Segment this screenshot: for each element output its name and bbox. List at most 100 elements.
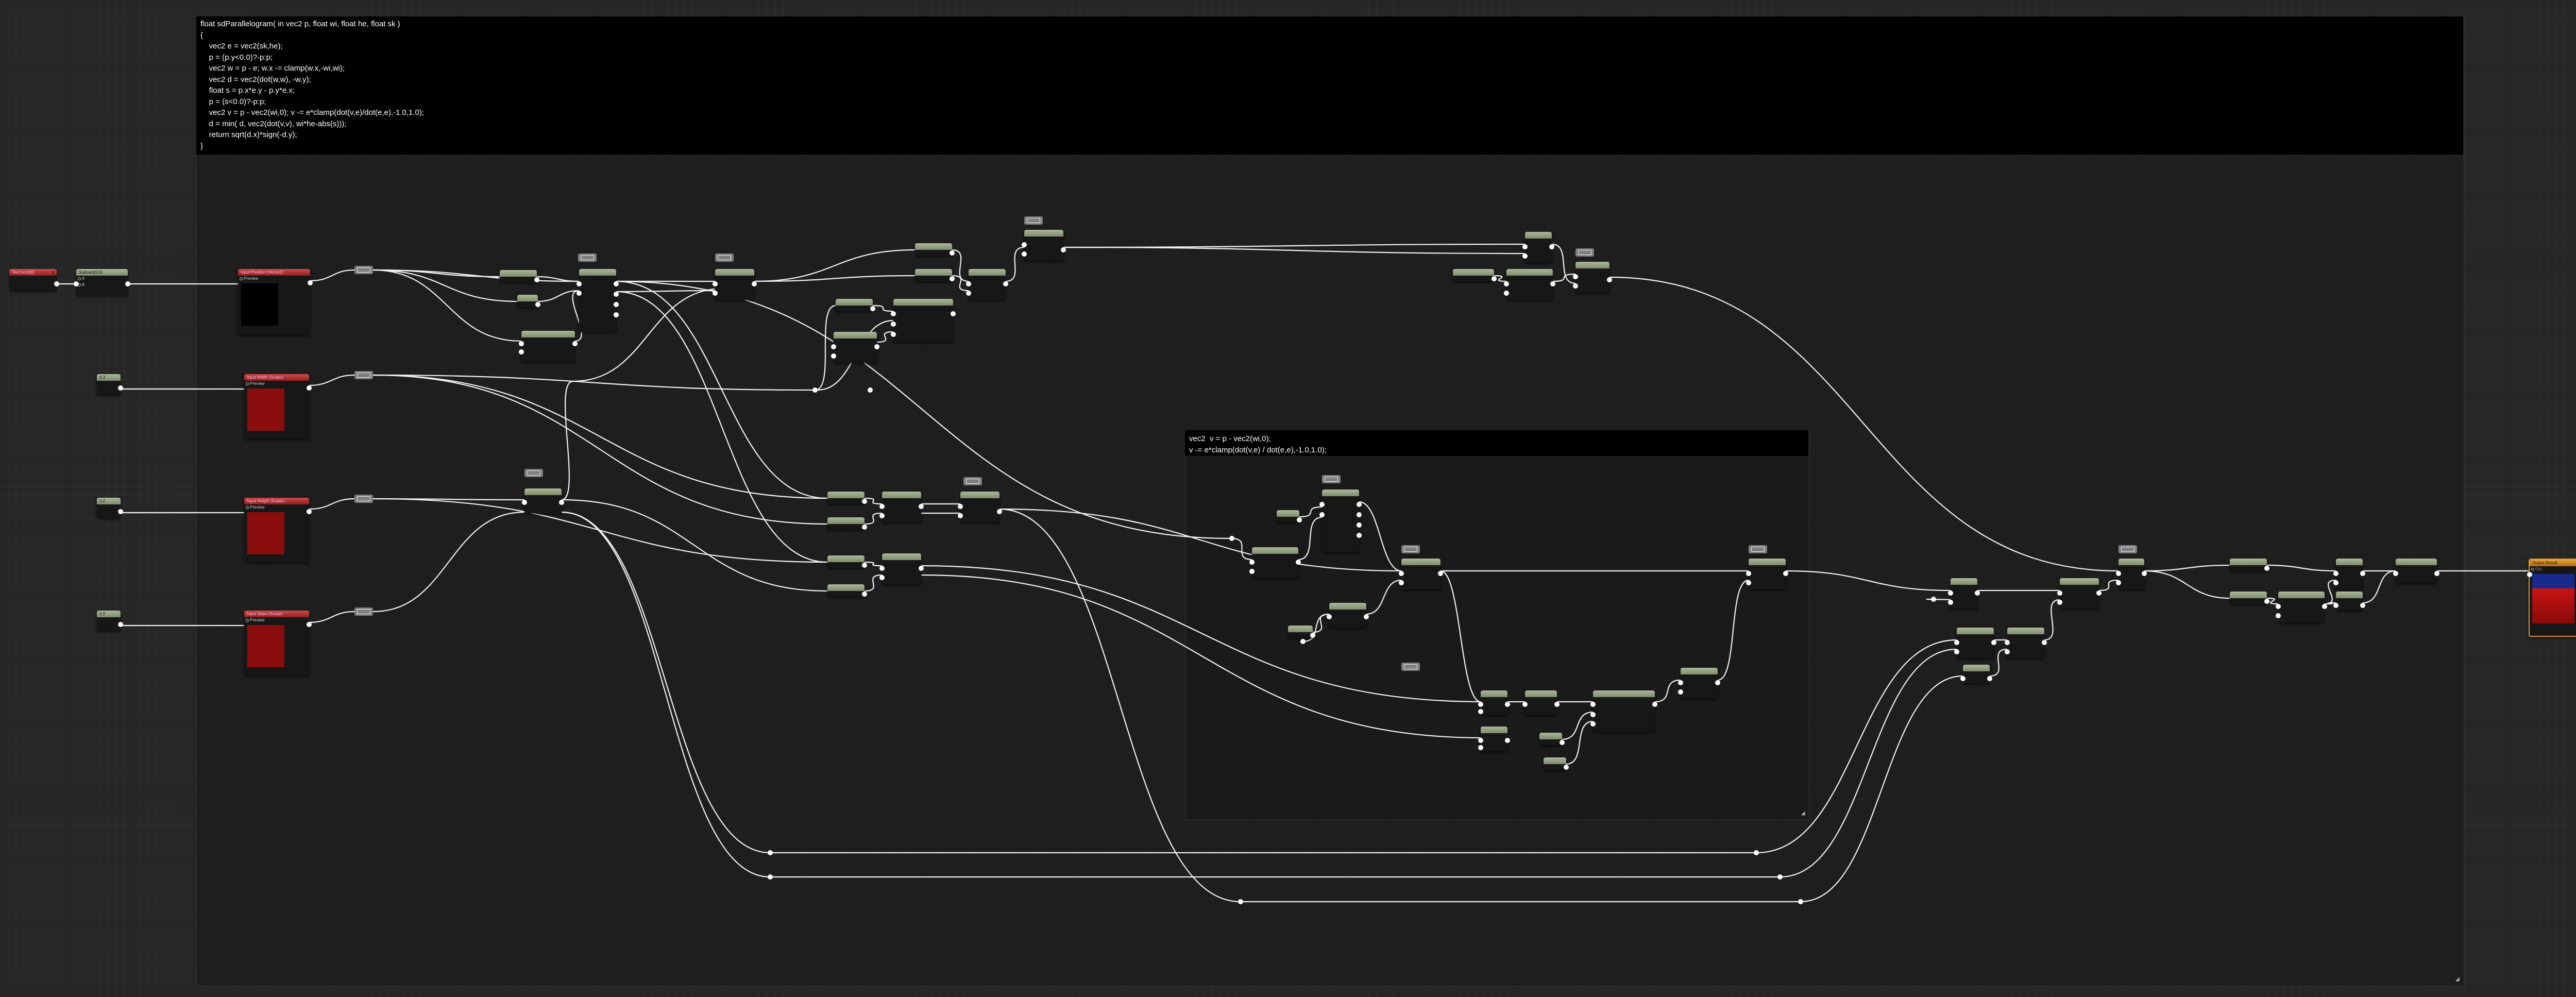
math-node[interactable]	[2333, 592, 2365, 610]
input-pin[interactable]	[1746, 571, 1751, 576]
wire-junction[interactable]	[768, 874, 773, 880]
math-node[interactable]	[1022, 230, 1066, 261]
reroute-6[interactable]	[1575, 248, 1594, 257]
output-pin[interactable]	[308, 280, 313, 285]
input-pin[interactable]	[1478, 702, 1483, 707]
input-pin[interactable]	[2333, 571, 2338, 576]
input-pin[interactable]	[1249, 560, 1255, 565]
output-pin[interactable]	[752, 281, 757, 286]
wire-junction[interactable]	[1229, 536, 1234, 541]
input-height-node[interactable]: Input Height (Scalar) Preview	[244, 498, 312, 563]
output-pin[interactable]	[534, 277, 539, 282]
output-pin[interactable]	[1991, 640, 1996, 645]
output-pin[interactable]	[919, 504, 924, 509]
input-pin[interactable]	[879, 513, 885, 518]
output-pin[interactable]	[862, 563, 867, 568]
input-pin[interactable]	[2333, 580, 2338, 585]
math-node[interactable]	[827, 584, 867, 597]
input-pin[interactable]	[1746, 580, 1751, 585]
output-pin[interactable]	[862, 499, 867, 504]
input-pin[interactable]	[713, 291, 718, 296]
texcoord-node[interactable]: TexCoord[0] ▾	[9, 269, 59, 291]
input-pin[interactable]	[1399, 580, 1404, 585]
math-node[interactable]	[958, 492, 1002, 522]
input-pin[interactable]	[2333, 603, 2338, 608]
math-node[interactable]	[2057, 578, 2102, 609]
math-node[interactable]	[827, 492, 867, 504]
wire-junction[interactable]	[1798, 899, 1803, 904]
reroute-he[interactable]	[354, 495, 373, 503]
input-pin[interactable]	[1960, 676, 1965, 681]
output-pin[interactable]	[2360, 571, 2365, 576]
output-pin[interactable]	[2434, 571, 2439, 576]
output-pin[interactable]	[1310, 633, 1315, 638]
resize-grip-icon[interactable]: ◢	[2455, 976, 2460, 982]
input-pin[interactable]	[891, 332, 896, 337]
output-pin[interactable]	[118, 622, 123, 627]
math-node[interactable]	[2230, 592, 2269, 604]
wire-junction[interactable]	[768, 850, 773, 855]
wire-junction[interactable]	[812, 387, 818, 393]
input-pin[interactable]	[1522, 254, 1528, 259]
input-pin[interactable]	[1249, 569, 1255, 574]
math-node[interactable]	[519, 331, 578, 362]
input-pin[interactable]	[1573, 283, 1578, 289]
wire-junction[interactable]	[1300, 639, 1306, 644]
input-pin[interactable]	[958, 513, 963, 518]
wire-junction[interactable]	[1777, 874, 1783, 880]
input-pin[interactable]	[1590, 702, 1596, 707]
output-pin[interactable]	[614, 281, 619, 286]
output-pin[interactable]	[2322, 604, 2327, 609]
wire-junction[interactable]	[1238, 899, 1243, 904]
math-node[interactable]	[522, 488, 564, 513]
const-height-node[interactable]: 0.2	[97, 498, 123, 518]
output-pin[interactable]	[1560, 740, 1565, 745]
math-node[interactable]	[517, 295, 540, 307]
output-pin[interactable]	[307, 385, 312, 391]
sub-comment-header[interactable]: vec2 v = p - vec2(wi,0);v -= e*clamp(dot…	[1185, 430, 1808, 456]
output-pin[interactable]	[614, 292, 619, 297]
input-pin[interactable]	[1522, 702, 1528, 707]
math-node[interactable]	[1678, 668, 1720, 699]
output-pin[interactable]	[1357, 512, 1362, 517]
output-pin[interactable]	[1550, 281, 1555, 286]
input-pin[interactable]	[74, 281, 79, 286]
input-pin[interactable]	[1590, 712, 1596, 717]
input-pin[interactable]	[1573, 274, 1578, 279]
input-pin[interactable]	[1678, 689, 1683, 695]
output-pin[interactable]	[997, 509, 1002, 514]
input-pin[interactable]	[879, 575, 885, 580]
wire-junction[interactable]	[1754, 850, 1759, 855]
math-node[interactable]	[1954, 628, 1996, 658]
math-node[interactable]	[1504, 269, 1555, 300]
sub-resize-grip-icon[interactable]: ◢	[1801, 810, 1805, 816]
output-pin[interactable]	[1061, 247, 1066, 252]
math-node[interactable]	[966, 269, 1008, 300]
reroute-11[interactable]	[2119, 545, 2137, 553]
output-pin[interactable]	[118, 385, 123, 391]
output-pin[interactable]	[125, 281, 130, 286]
output-pin[interactable]	[54, 281, 59, 286]
output-pin[interactable]	[2042, 640, 2047, 645]
const-width-node[interactable]: 0.3	[97, 374, 123, 395]
reroute-7[interactable]	[1322, 475, 1341, 483]
input-pin[interactable]	[958, 504, 963, 509]
input-pin[interactable]	[1399, 571, 1404, 576]
output-pin[interactable]	[1357, 533, 1362, 538]
output-pin[interactable]	[2264, 566, 2269, 571]
output-pin[interactable]	[2264, 599, 2269, 604]
reroute-1[interactable]	[578, 254, 597, 262]
reroute-sk[interactable]	[354, 607, 373, 616]
output-pin[interactable]	[1975, 590, 1980, 596]
sub-comment-frame[interactable]	[1185, 430, 1809, 820]
wire-junction[interactable]	[868, 387, 873, 393]
output-pin[interactable]	[118, 509, 123, 514]
math-node[interactable]	[1478, 690, 1510, 715]
input-pin[interactable]	[2116, 571, 2121, 576]
code-comment-header[interactable]: float sdParallelogram( in vec2 p, float …	[196, 16, 2463, 155]
output-pin[interactable]	[535, 302, 540, 307]
input-pin[interactable]	[1504, 281, 1509, 286]
output-pin[interactable]	[1505, 738, 1510, 743]
input-pin[interactable]	[1319, 512, 1325, 517]
output-pin[interactable]	[950, 276, 955, 281]
